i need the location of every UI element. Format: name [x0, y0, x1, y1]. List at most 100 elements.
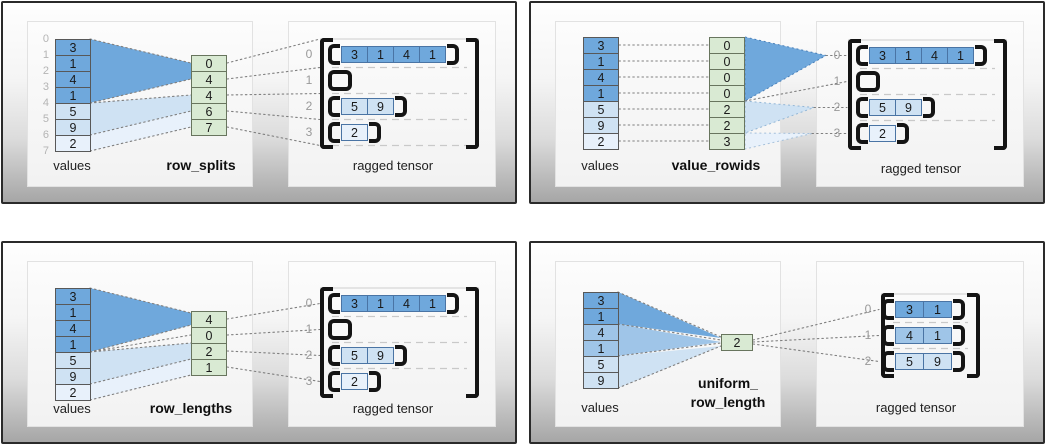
row-open-bracket — [328, 70, 340, 91]
ragged-close-bracket — [994, 39, 1007, 150]
values-label: values — [53, 401, 91, 416]
row-open-bracket — [882, 299, 894, 320]
ragged-cell: 3 — [869, 47, 896, 64]
row-close-bracket — [447, 293, 459, 314]
row-open-bracket — [328, 122, 340, 143]
key-label-line1: uniform_ — [698, 375, 758, 391]
row-close-bracket — [868, 71, 880, 92]
ragged-row-label: 1 — [833, 74, 841, 88]
row-close-bracket — [953, 299, 965, 320]
values-cell: 3 — [583, 37, 619, 54]
ragged-cell: 4 — [393, 46, 420, 63]
row-open-bracket — [328, 293, 340, 314]
values-label: values — [581, 400, 619, 415]
key-cell: 2 — [721, 334, 753, 351]
row-open-bracket — [882, 351, 894, 372]
ragged-cell: 1 — [923, 301, 952, 318]
index-label: 0 — [42, 33, 49, 45]
values-cell: 3 — [55, 288, 91, 305]
values-cell: 4 — [583, 324, 619, 341]
key-cell: 0 — [191, 327, 227, 344]
ragged-cell: 9 — [367, 347, 394, 364]
values-cell: 5 — [583, 356, 619, 373]
row-close-bracket — [369, 122, 381, 143]
ragged-cell: 3 — [895, 301, 924, 318]
ragged-close-bracket — [967, 293, 980, 378]
row-close-bracket — [369, 371, 381, 392]
key-label: uniform_ row_length — [670, 374, 786, 412]
ragged-open-bracket — [320, 38, 333, 149]
values-cell: 4 — [583, 69, 619, 86]
values-label: values — [53, 158, 91, 173]
index-label: 2 — [42, 65, 49, 77]
ragged-cell: 5 — [869, 99, 896, 116]
row-close-bracket — [395, 96, 407, 117]
index-label: 3 — [42, 81, 49, 93]
index-label: 4 — [42, 97, 49, 109]
row-open-bracket — [856, 71, 868, 92]
index-label: 1 — [42, 49, 49, 61]
row-close-bracket — [340, 70, 352, 91]
ragged-cell: 2 — [341, 124, 368, 141]
ragged-tensor-label: ragged tensor — [352, 401, 434, 416]
ragged-cell: 3 — [341, 46, 368, 63]
row-open-bracket — [856, 123, 868, 144]
values-cell: 9 — [55, 368, 91, 385]
row-open-bracket — [856, 45, 868, 66]
key-cell: 0 — [709, 37, 745, 54]
index-label: 5 — [42, 113, 49, 125]
ragged-row-label: 1 — [305, 322, 313, 336]
ragged-row-label: 3 — [833, 126, 841, 140]
key-cell: 0 — [709, 85, 745, 102]
values-label: values — [581, 158, 619, 173]
row-close-bracket — [447, 44, 459, 65]
values-cell: 3 — [55, 39, 91, 56]
ragged-row-label: 2 — [305, 99, 313, 113]
ragged-row-label: 0 — [864, 302, 872, 316]
key-label: value_rowids — [651, 156, 781, 175]
ragged-cell: 1 — [923, 327, 952, 344]
row-close-bracket — [395, 345, 407, 366]
ragged-row-label: 1 — [864, 328, 872, 342]
ragged-cell: 4 — [393, 295, 420, 312]
row-close-bracket — [897, 123, 909, 144]
ragged-cell: 1 — [947, 47, 974, 64]
values-cell: 1 — [55, 304, 91, 321]
key-cell: 1 — [191, 359, 227, 376]
values-cell: 5 — [55, 103, 91, 120]
values-cell: 1 — [583, 85, 619, 102]
row-close-bracket — [953, 351, 965, 372]
ragged-tensor-label: ragged tensor — [352, 158, 434, 173]
ragged-cell: 5 — [341, 98, 368, 115]
row-open-bracket — [328, 371, 340, 392]
ragged-cell: 1 — [367, 295, 394, 312]
key-cell: 2 — [191, 343, 227, 360]
values-cell: 5 — [583, 101, 619, 118]
ragged-cell: 4 — [921, 47, 948, 64]
ragged-close-bracket — [466, 287, 479, 398]
ragged-open-bracket — [320, 287, 333, 398]
row-open-bracket — [328, 96, 340, 117]
values-cell: 1 — [583, 308, 619, 325]
ragged-row-label: 2 — [833, 100, 841, 114]
key-cell: 4 — [191, 311, 227, 328]
ragged-row-label: 0 — [833, 48, 841, 62]
values-cell: 4 — [55, 71, 91, 88]
ragged-cell: 5 — [341, 347, 368, 364]
ragged-row-label: 0 — [305, 47, 313, 61]
ragged-cell: 9 — [367, 98, 394, 115]
key-cell: 2 — [709, 101, 745, 118]
ragged-cell: 4 — [895, 327, 924, 344]
key-label-line2: row_length — [690, 394, 766, 410]
ragged-row-label: 3 — [305, 374, 313, 388]
ragged-cell: 1 — [419, 46, 446, 63]
row-close-bracket — [953, 325, 965, 346]
row-close-bracket — [340, 319, 352, 340]
ragged-row-label: 0 — [305, 296, 313, 310]
